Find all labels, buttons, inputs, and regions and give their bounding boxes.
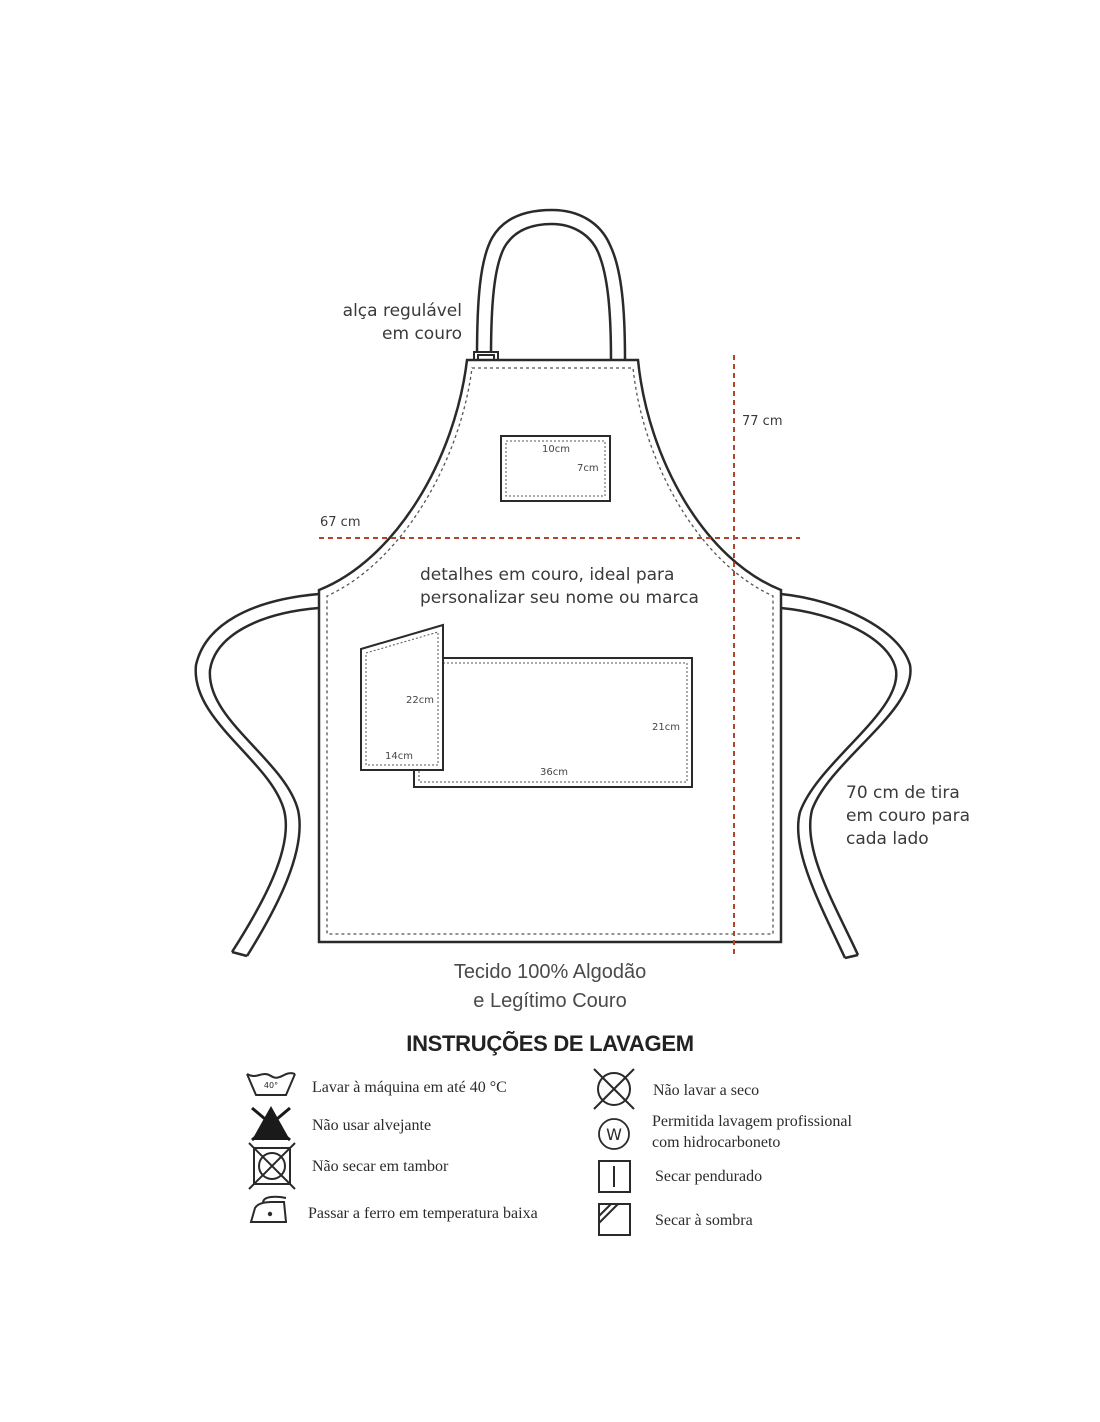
washing-instructions-title: INSTRUÇÕES DE LAVAGEM	[406, 1031, 694, 1056]
apron-body	[317, 358, 783, 944]
strap-label-line: em couro	[382, 324, 462, 344]
care-text-dry-shade: Secar à sombra	[655, 1212, 753, 1229]
strap-label: alça regulável em couro	[340, 300, 462, 346]
leather-details-line: detalhes em couro, ideal para	[420, 565, 675, 585]
left-tie	[194, 592, 320, 958]
care-text-line-dry: Secar pendurado	[655, 1168, 763, 1185]
line-dry-icon	[598, 1160, 631, 1193]
washtub-40-icon	[246, 1072, 296, 1096]
dry-in-shade-icon	[598, 1203, 631, 1236]
wet-clean-letter: W	[606, 1125, 622, 1144]
measurement-lines	[319, 355, 800, 958]
washtub-temp-label: 40°	[264, 1081, 278, 1090]
fabric-description: Tecido 100% Algodão e Legítimo Couro	[400, 958, 700, 1016]
strap-label-line: alça regulável	[342, 301, 462, 321]
care-text-no-dry-clean: Não lavar a seco	[653, 1082, 760, 1099]
care-text-no-tumble-dry: Não secar em tambor	[312, 1158, 449, 1175]
ties-label-line: 70 cm de tira	[846, 783, 960, 803]
iron-low-icon	[249, 1195, 288, 1223]
care-text-wet-clean-line: Permitida lavagem profissional	[652, 1113, 852, 1130]
chest-pocket-width: 10cm	[542, 444, 570, 455]
no-tumble-dry-icon	[248, 1142, 296, 1190]
fabric-line: e Legítimo Couro	[473, 990, 627, 1012]
chest-pocket	[500, 435, 611, 502]
professional-wet-clean-icon	[598, 1118, 630, 1150]
left-pocket	[360, 623, 444, 771]
ties-label: 70 cm de tira em couro para cada lado	[846, 782, 970, 851]
neck-strap	[475, 208, 627, 361]
leather-details-line: personalizar seu nome ou marca	[420, 588, 699, 608]
left-pocket-height: 22cm	[406, 695, 434, 706]
care-text-machine-wash: Lavar à máquina em até 40 °C	[312, 1079, 507, 1096]
fabric-line: Tecido 100% Algodão	[453, 961, 647, 983]
care-text-wet-clean-line: com hidrocarboneto	[652, 1134, 781, 1151]
ties-label-line: cada lado	[846, 829, 929, 849]
no-bleach-icon	[251, 1106, 291, 1142]
right-tie	[780, 592, 912, 960]
leather-details-label: detalhes em couro, ideal para personaliz…	[420, 564, 699, 610]
main-pocket-height: 21cm	[652, 722, 680, 733]
main-pocket-width: 36cm	[540, 767, 568, 778]
care-text-wet-clean: Permitida lavagem profissional com hidro…	[652, 1111, 852, 1153]
chest-pocket-height: 7cm	[577, 463, 599, 474]
no-dry-clean-icon	[593, 1068, 635, 1110]
care-text-iron-low: Passar a ferro em temperatura baixa	[308, 1205, 538, 1222]
width-measure-label: 67 cm	[320, 515, 361, 530]
height-measure-label: 77 cm	[742, 414, 783, 429]
ties-label-line: em couro para	[846, 806, 970, 826]
care-text-no-bleach: Não usar alvejante	[312, 1117, 432, 1134]
left-pocket-width: 14cm	[385, 751, 413, 762]
